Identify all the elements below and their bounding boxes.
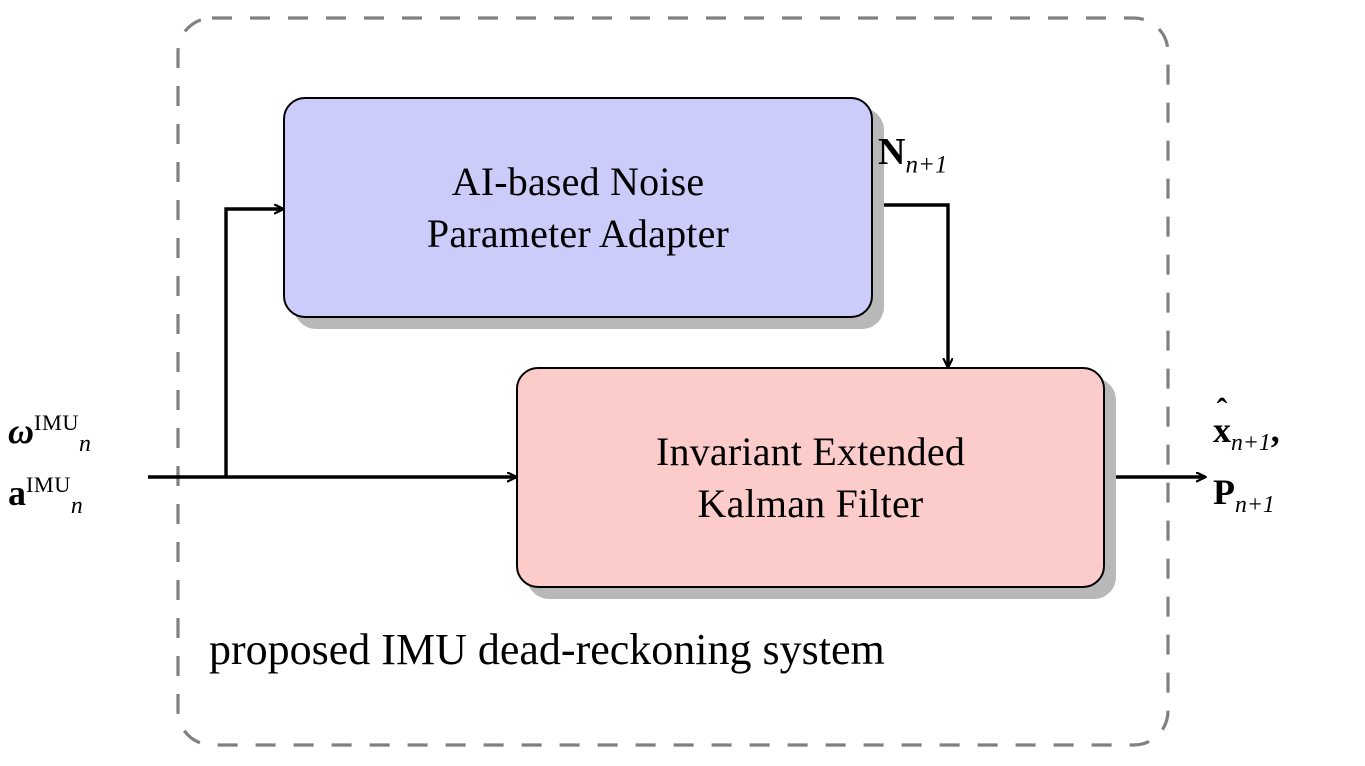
- edge-adapter-to-iekf: [873, 203, 948, 367]
- gyro-symbol: ω: [8, 411, 35, 451]
- accel-subscript: n: [70, 493, 83, 520]
- adapter-label-line2: Parameter Adapter: [426, 210, 730, 256]
- covariance-label: Pn+1: [1213, 474, 1280, 536]
- gyro-superscript: IMU: [34, 410, 79, 435]
- noise-parameter-label: Nn+1: [878, 133, 947, 178]
- node-ai-based-noise-parameter-adapter[interactable]: AI-based Noise Parameter Adapter: [283, 97, 873, 318]
- gyro-signal-label: ωIMUn: [8, 410, 91, 474]
- system-caption: proposed IMU dead-reckoning system: [209, 625, 885, 674]
- noise-subscript: n+1: [905, 151, 948, 179]
- adapter-label-line1: AI-based Noise: [451, 158, 705, 204]
- estimate-output-label: ̂xn+1, Pn+1: [1213, 412, 1280, 536]
- system-boundary: [176, 16, 1170, 747]
- state-trailing-comma: ,: [1270, 410, 1280, 450]
- state-estimate-label: ̂xn+1,: [1213, 412, 1280, 474]
- iekf-label-line2: Kalman Filter: [697, 480, 924, 526]
- accel-superscript: IMU: [26, 472, 71, 497]
- node-invariant-extended-kalman-filter[interactable]: Invariant Extended Kalman Filter: [516, 367, 1105, 588]
- covariance-subscript: n+1: [1235, 492, 1275, 519]
- edge-imu-to-adapter: [224, 209, 283, 477]
- iekf-label-line1: Invariant Extended: [655, 428, 966, 474]
- state-subscript: n+1: [1231, 430, 1271, 457]
- accel-signal-label: aIMUn: [8, 472, 91, 536]
- gyro-subscript: n: [78, 431, 91, 458]
- state-symbol-with-hat: ̂x: [1213, 412, 1231, 448]
- noise-symbol: N: [878, 131, 906, 173]
- covariance-symbol: P: [1213, 472, 1235, 512]
- imu-input-label: ωIMUn aIMUn: [8, 410, 91, 536]
- state-symbol: x: [1213, 410, 1231, 450]
- accel-symbol: a: [8, 473, 26, 513]
